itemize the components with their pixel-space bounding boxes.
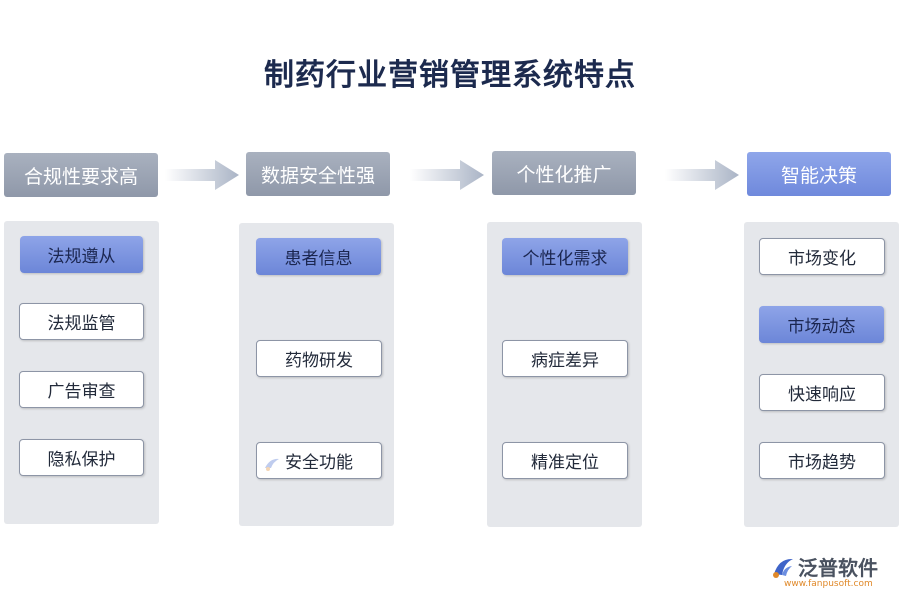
watermark-logo-icon xyxy=(265,458,279,471)
column-header-smart-decision: 智能决策 xyxy=(747,152,891,196)
column-header-data-security: 数据安全性强 xyxy=(246,152,390,196)
feature-item: 安全功能 xyxy=(256,442,382,479)
feature-item: 市场变化 xyxy=(759,238,885,275)
feature-item: 隐私保护 xyxy=(19,439,144,476)
brand-name: 泛普软件 xyxy=(798,556,878,580)
feature-item: 患者信息 xyxy=(256,238,381,275)
feature-item: 个性化需求 xyxy=(502,238,628,275)
feature-item: 市场动态 xyxy=(759,306,884,343)
feature-item: 快速响应 xyxy=(759,374,885,411)
feature-item: 精准定位 xyxy=(502,442,628,479)
brand-logo: 泛普软件 www.fanpusoft.com xyxy=(770,552,895,594)
feature-item: 药物研发 xyxy=(256,340,382,377)
diagram-title: 制药行业营销管理系统特点 xyxy=(264,58,636,93)
column-header-compliance: 合规性要求高 xyxy=(4,153,158,197)
feature-item: 广告审查 xyxy=(19,371,144,408)
feature-item: 病症差异 xyxy=(502,340,628,377)
feature-item: 法规遵从 xyxy=(20,236,143,273)
flow-arrow-icon xyxy=(665,160,739,190)
column-header-personalized-promotion: 个性化推广 xyxy=(492,151,636,195)
brand-url: www.fanpusoft.com xyxy=(784,579,873,589)
feature-item: 法规监管 xyxy=(19,303,144,340)
flow-arrow-icon xyxy=(410,160,484,190)
fanpu-logo-icon xyxy=(773,558,793,578)
feature-item: 市场趋势 xyxy=(759,442,885,479)
flow-arrow-icon xyxy=(165,160,239,190)
